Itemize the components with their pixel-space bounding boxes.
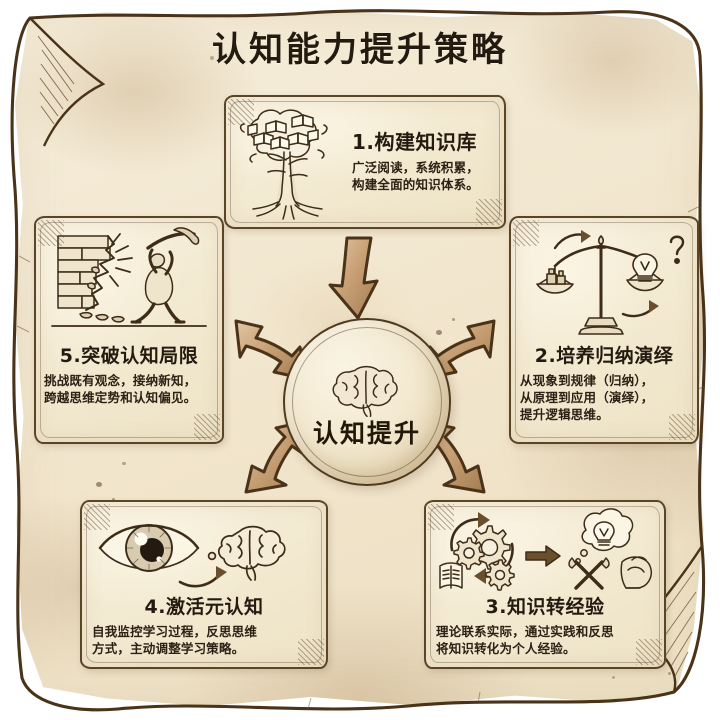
card-2-text: 2.培养归纳演绎 从现象到规律（归纳）， 从原理到应用（演绎）， 提升逻辑思维。	[511, 345, 697, 424]
card-2-desc: 从现象到规律（归纳）， 从原理到应用（演绎）， 提升逻辑思维。	[520, 372, 654, 423]
page-title: 认知能力提升策略	[212, 30, 508, 70]
card-2-induction-deduction[interactable]: 2.培养归纳演绎 从现象到规律（归纳）， 从原理到应用（演绎）， 提升逻辑思维。	[509, 216, 699, 444]
card-1-text: 1.构建知识库 广泛阅读，系统积累， 构建全面的知识体系。	[352, 129, 504, 194]
breaking-wall-icon	[36, 222, 222, 344]
corner-hatch	[476, 199, 502, 225]
card-4-title: 4.激活元认知	[144, 596, 264, 618]
card-1-title: 1.构建知识库	[352, 129, 478, 154]
balance-scale-icon	[511, 222, 697, 344]
card-3-title: 3.知识转经验	[485, 596, 605, 618]
hub-label: 认知提升	[312, 419, 421, 448]
eye-brain-icon	[82, 504, 326, 596]
brain-icon	[328, 360, 406, 418]
card-5-break-cognitive-limits[interactable]: 5.突破认知局限 挑战既有观念，接纳新知， 跨越思维定势和认知偏见。	[34, 216, 224, 444]
card-3-text: 3.知识转经验 理论联系实际，通过实践和反思 将知识转化为个人经验。	[426, 596, 664, 657]
card-4-text: 4.激活元认知 自我监控学习过程，反思思维 方式，主动调整学习策略。	[82, 596, 326, 657]
corner-hatch	[194, 414, 220, 440]
gears-book-idea-icon	[426, 504, 664, 596]
knowledge-tree-icon	[226, 102, 352, 222]
card-1-knowledge-base[interactable]: 1.构建知识库 广泛阅读，系统积累， 构建全面的知识体系。	[224, 95, 506, 229]
card-3-knowledge-to-experience[interactable]: 3.知识转经验 理论联系实际，通过实践和反思 将知识转化为个人经验。	[424, 500, 666, 669]
card-2-title: 2.培养归纳演绎	[534, 345, 674, 367]
card-5-desc: 挑战既有观念，接纳新知， 跨越思维定势和认知偏见。	[44, 372, 197, 406]
card-4-desc: 自我监控学习过程，反思思维 方式，主动调整学习策略。	[92, 623, 258, 657]
card-1-desc: 广泛阅读，系统积累， 构建全面的知识体系。	[352, 159, 480, 192]
card-4-metacognition[interactable]: 4.激活元认知 自我监控学习过程，反思思维 方式，主动调整学习策略。	[80, 500, 328, 669]
card-3-desc: 理论联系实际，通过实践和反思 将知识转化为个人经验。	[436, 623, 614, 657]
center-hub[interactable]: 认知提升	[283, 318, 451, 486]
card-5-text: 5.突破认知局限 挑战既有观念，接纳新知， 跨越思维定势和认知偏见。	[36, 345, 222, 406]
card-5-title: 5.突破认知局限	[59, 345, 199, 367]
